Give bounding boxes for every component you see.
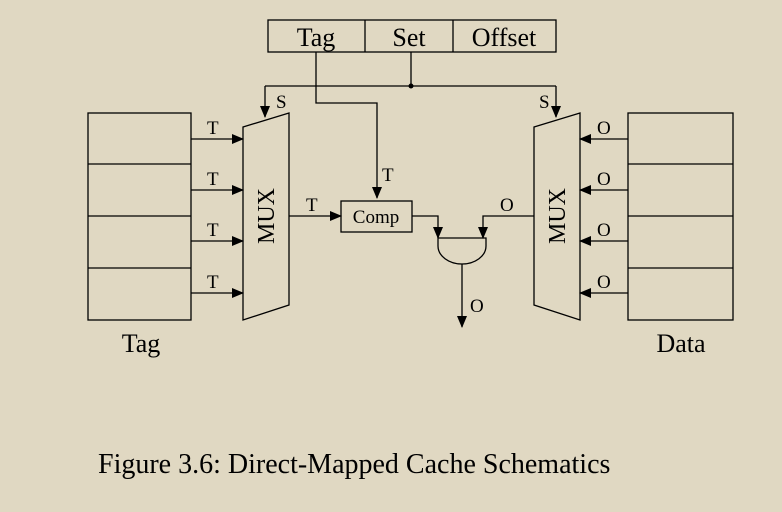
tag-array — [87, 112, 192, 321]
tag-line-label-2: T — [207, 169, 219, 190]
data-line-label-4: O — [597, 272, 611, 293]
gate-output-label: O — [470, 296, 484, 317]
tag-array-outputs — [191, 134, 244, 298]
tag-line-label-3: T — [207, 220, 219, 241]
data-array-outputs — [579, 134, 628, 298]
address-set-field: Set — [392, 23, 426, 52]
comparator-tag-input-label: T — [382, 165, 394, 186]
tag-line-label-1: T — [207, 118, 219, 139]
address-tag-field: Tag — [297, 23, 336, 52]
data-line-label-2: O — [597, 169, 611, 190]
address-register: Tag Set Offset — [267, 19, 557, 53]
tag-line-label-4: T — [207, 272, 219, 293]
data-mux-label: MUX — [545, 188, 571, 244]
data-line-label-1: O — [597, 118, 611, 139]
tag-mux-label: MUX — [254, 188, 280, 244]
left-mux-set-label: S — [276, 92, 287, 113]
tag-mux — [242, 112, 290, 321]
data-mux-to-gate-wire — [478, 215, 534, 239]
comparator-to-gate-wire — [412, 215, 443, 239]
and-gate — [437, 237, 487, 265]
data-mux-output-label: O — [500, 195, 514, 216]
mux-output-tag-label: T — [306, 195, 318, 216]
figure-caption: Figure 3.6: Direct-Mapped Cache Schemati… — [98, 449, 610, 480]
tag-array-label: Tag — [122, 329, 161, 358]
data-array — [627, 112, 734, 321]
data-mux — [533, 112, 581, 321]
data-line-label-3: O — [597, 220, 611, 241]
comparator-label: Comp — [353, 207, 399, 228]
set-junction-dot — [408, 83, 414, 89]
tag-wire — [315, 52, 382, 199]
data-array-label: Data — [656, 329, 706, 358]
right-mux-set-label: S — [539, 92, 550, 113]
address-offset-field: Offset — [472, 23, 537, 52]
